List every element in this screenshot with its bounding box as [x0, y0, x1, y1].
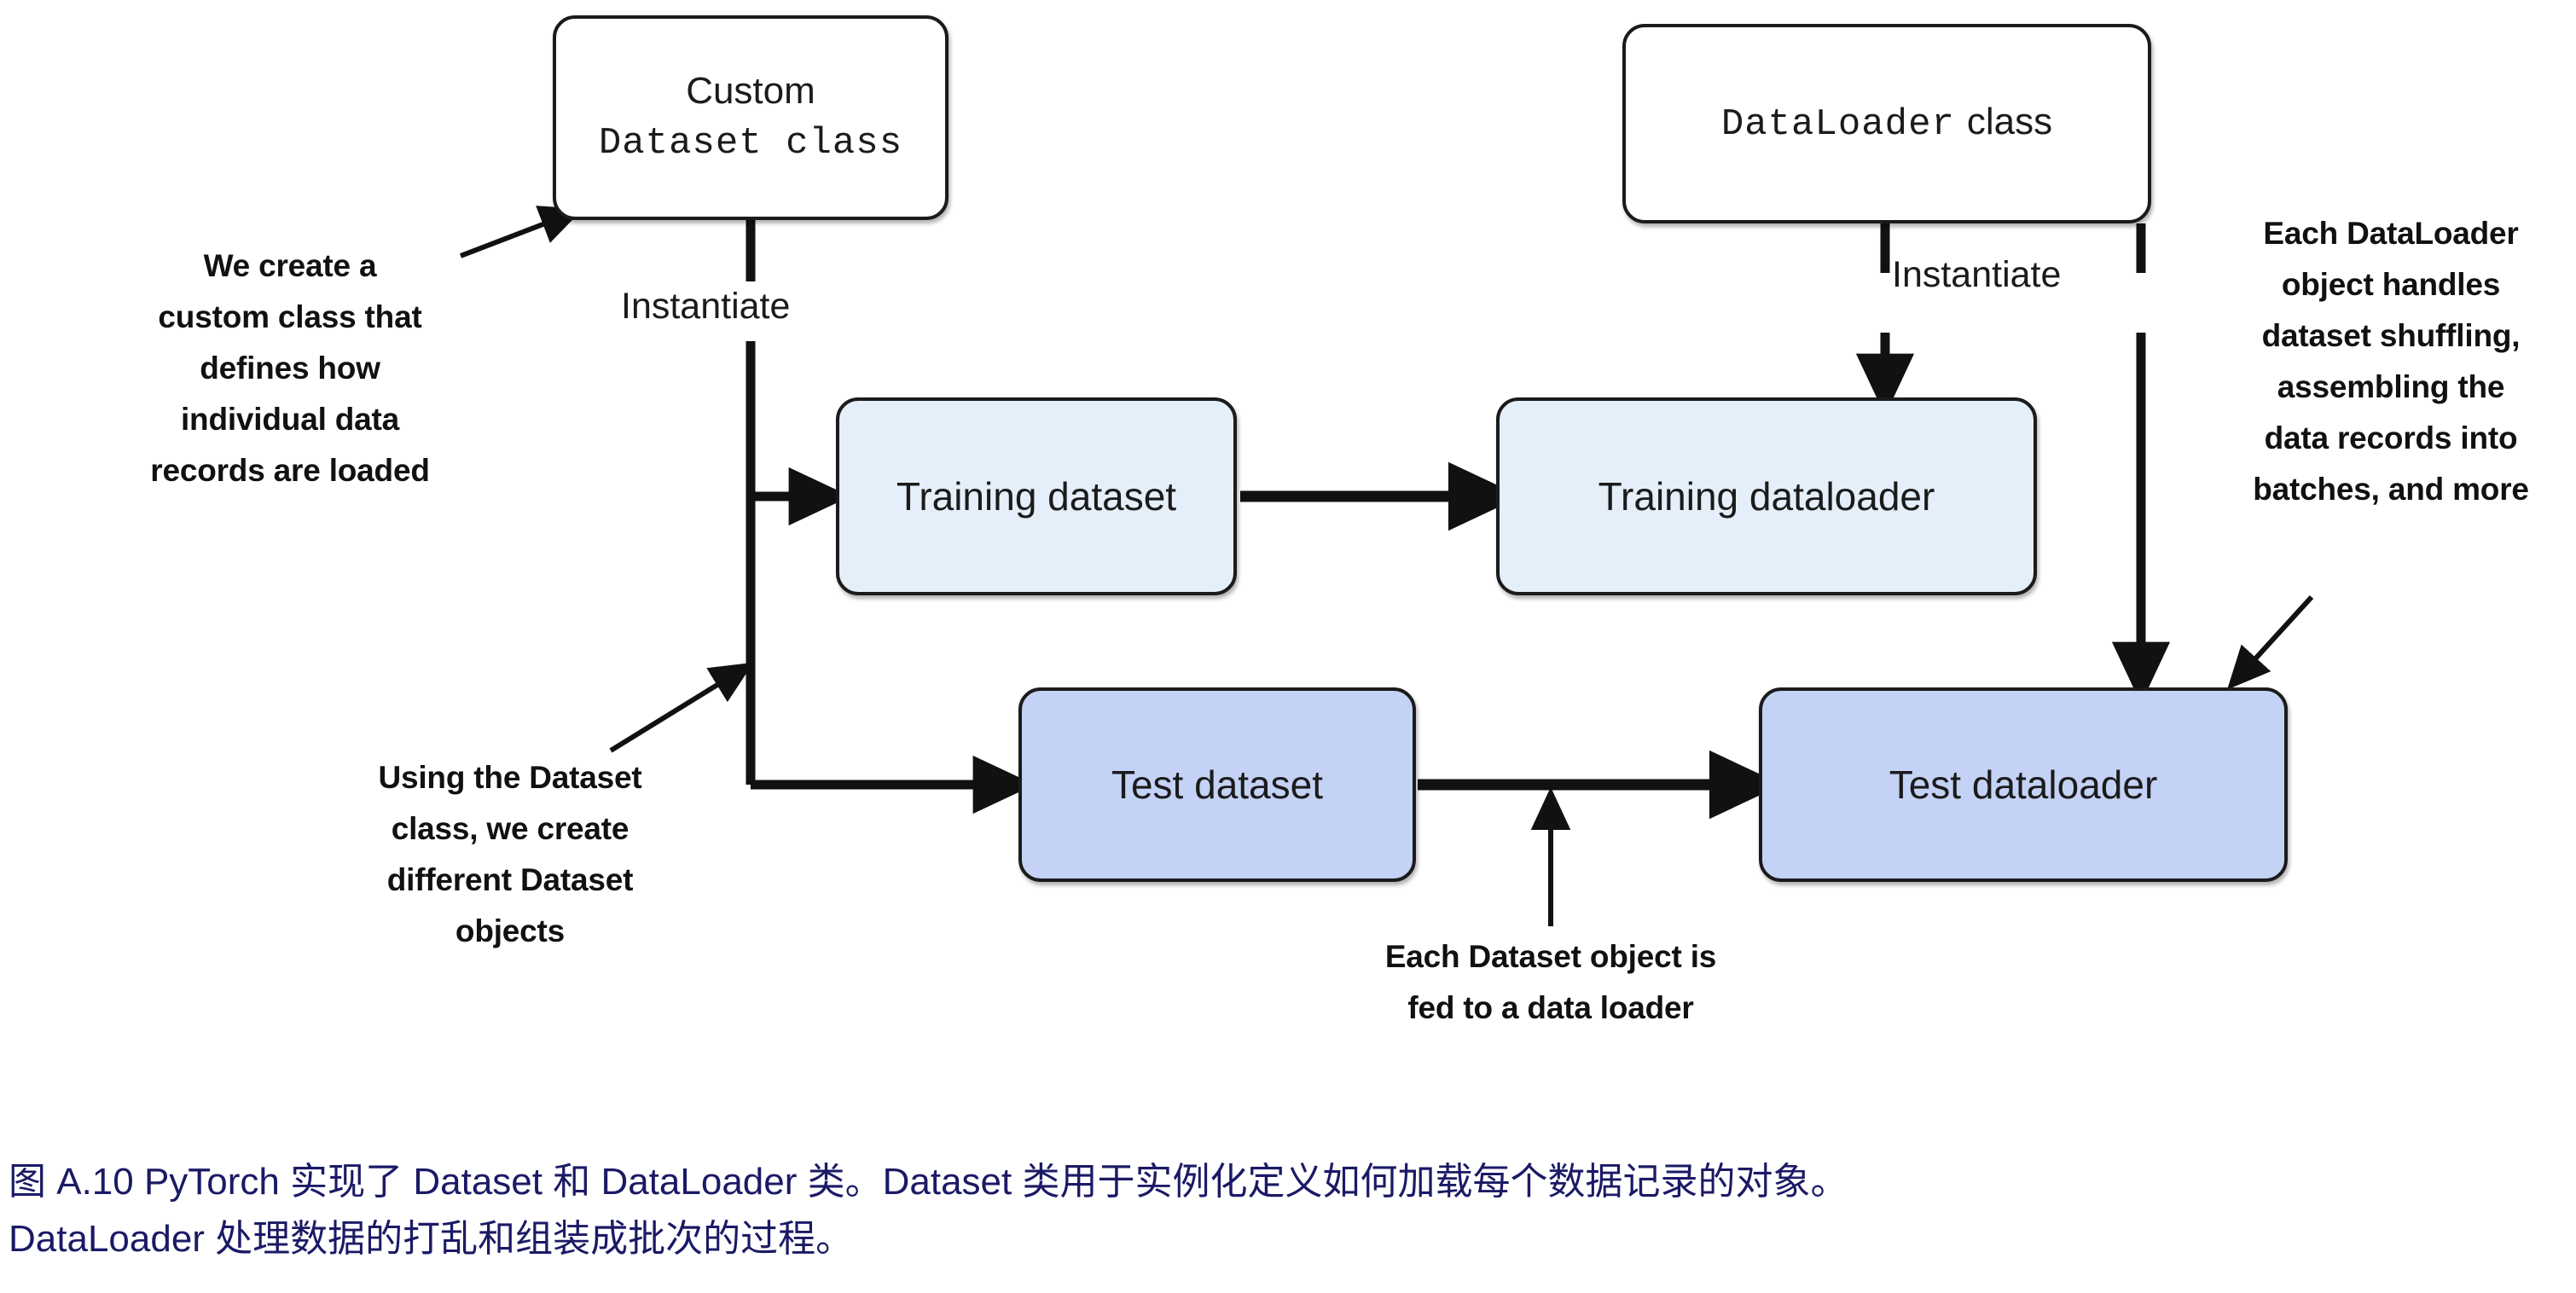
edge-label-instantiate-left: Instantiate	[621, 286, 791, 327]
node-dataloader-class-line1: DataLoader	[1720, 103, 1955, 147]
annotation-top-left: We create a custom class that defines ho…	[150, 248, 430, 488]
node-training-dataloader-label: Training dataloader	[1598, 474, 1935, 519]
annotation-top-right: Each DataLoader object handles dataset s…	[2253, 216, 2529, 507]
pointer-top-right-annotation	[2227, 594, 2314, 690]
figure-caption: 图 A.10 PyTorch 实现了 Dataset 和 DataLoader …	[9, 1161, 1848, 1260]
annotation-bottom-left: Using the Dataset class, we create diffe…	[378, 760, 642, 948]
node-training-dataset-label: Training dataset	[896, 474, 1177, 519]
edge-label-instantiate-right: Instantiate	[1892, 254, 2062, 295]
node-custom-dataset-class[interactable]: Custom Dataset class	[553, 15, 949, 220]
node-dataloader-class-line2: class	[1966, 101, 2053, 143]
node-test-dataloader-label: Test dataloader	[1888, 762, 2158, 807]
node-custom-dataset-class-line1: Custom	[686, 70, 815, 113]
node-custom-dataset-class-line2: Dataset class	[598, 122, 903, 165]
pointer-bottom-left-annotation	[609, 662, 754, 753]
node-test-dataloader[interactable]: Test dataloader	[1759, 687, 2288, 882]
connector-layer	[459, 206, 2314, 926]
node-training-dataset[interactable]: Training dataset	[836, 397, 1237, 595]
annotation-bottom-center: Each Dataset object is fed to a data loa…	[1384, 939, 1717, 1025]
node-test-dataset-label: Test dataset	[1111, 762, 1324, 807]
node-dataloader-class[interactable]: DataLoader class	[1622, 24, 2151, 223]
pointer-top-left-annotation	[459, 206, 583, 258]
node-test-dataset[interactable]: Test dataset	[1018, 687, 1416, 882]
node-training-dataloader[interactable]: Training dataloader	[1496, 397, 2037, 595]
